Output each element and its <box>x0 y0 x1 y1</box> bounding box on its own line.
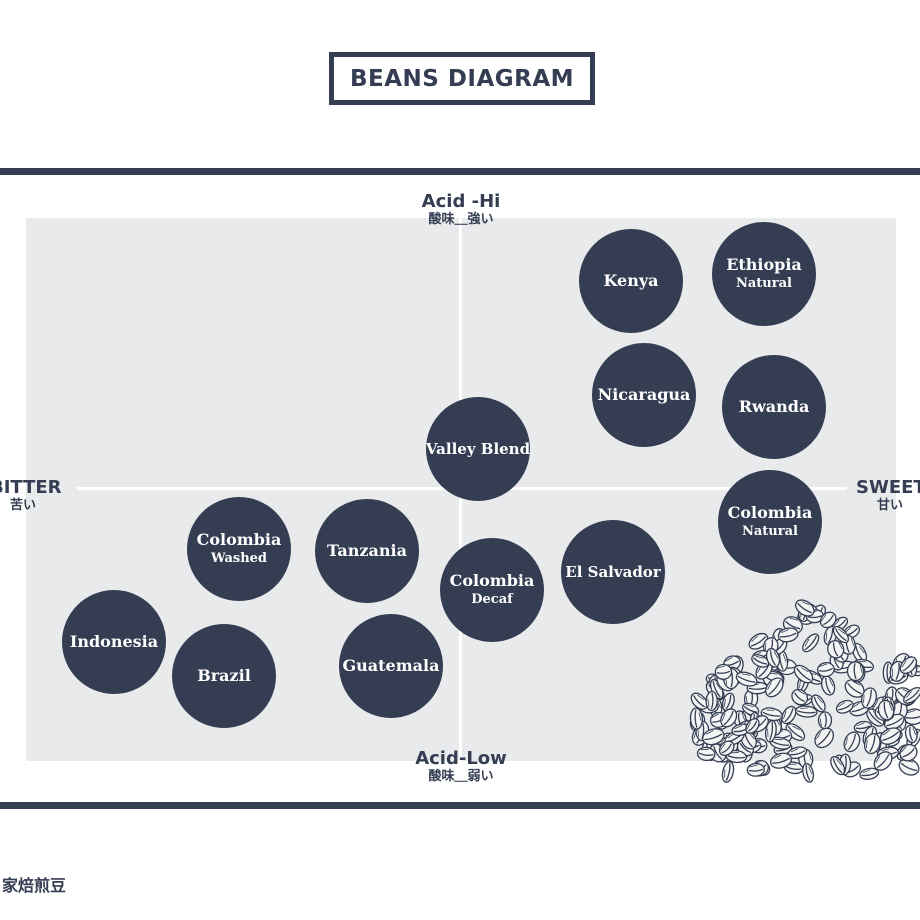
axis-top-ja: 酸味＿強い <box>428 212 494 227</box>
coffee-bean-shape <box>690 692 708 710</box>
coffee-bean-shape <box>827 640 845 659</box>
axis-label-bottom: Acid-Low 酸味＿弱い <box>410 749 512 785</box>
coffee-bean-shape <box>832 626 850 644</box>
coffee-bean-shape <box>844 679 865 698</box>
coffee-bean-shape <box>702 728 725 746</box>
axis-label-left: BITTER 苦い <box>0 478 72 514</box>
coffee-bean-shape <box>846 661 865 682</box>
coffee-bean-shape <box>765 647 781 668</box>
title-box: BEANS DIAGRAM <box>329 52 595 105</box>
brand-footer: 家焙煎豆 <box>2 876 67 895</box>
axis-right-en: SWEET <box>856 478 920 498</box>
coffee-bean-shape <box>879 727 902 745</box>
coffee-bean-shape <box>735 671 758 687</box>
axis-left-ja: 苦い <box>10 498 37 513</box>
coffee-bean-shape <box>777 627 799 643</box>
coffee-bean-shape <box>904 724 918 744</box>
axis-top-en: Acid -Hi <box>421 191 501 212</box>
top-divider <box>0 168 920 175</box>
bean-process: Natural <box>742 524 798 539</box>
bean-nicaragua: Nicaragua <box>592 343 696 447</box>
bean-name: El Salvador <box>565 563 661 581</box>
coffee-bean-shape <box>720 708 738 728</box>
bean-name: Indonesia <box>69 632 159 651</box>
coffee-bean-shape <box>903 686 920 704</box>
bean-name: Tanzania <box>327 541 407 560</box>
bean-colombia-natural: Colombia Natural <box>718 470 822 574</box>
coffee-bean-shape <box>748 632 769 650</box>
bean-name: Valley Blend <box>425 440 531 458</box>
bean-el-salvador: El Salvador <box>561 520 665 624</box>
coffee-bean-shape <box>802 633 820 653</box>
bean-name: Colombia <box>196 530 282 549</box>
coffee-bean-pile-illustration <box>689 599 920 783</box>
coffee-bean-shape <box>791 688 809 706</box>
coffee-bean-shape <box>899 656 918 675</box>
coffee-bean-shape <box>689 707 703 730</box>
coffee-bean-shape <box>781 705 797 725</box>
axis-bottom-ja: 酸味＿弱い <box>428 769 494 784</box>
coffee-bean-shape <box>816 662 835 678</box>
bean-rwanda: Rwanda <box>722 355 826 459</box>
axis-bottom-en: Acid-Low <box>415 748 507 769</box>
bean-guatemala: Guatemala <box>339 614 443 718</box>
coffee-bean-shape <box>764 720 777 743</box>
coffee-bean-shape <box>814 727 835 749</box>
bean-name: Brazil <box>197 666 251 685</box>
bean-indonesia: Indonesia <box>62 590 166 694</box>
coffee-bean-shape <box>714 663 733 680</box>
axis-label-right: SWEET 甘い <box>856 478 920 514</box>
coffee-bean-shape <box>819 611 837 629</box>
coffee-bean-shape <box>745 718 760 734</box>
bean-ethiopia-natural: Ethiopia Natural <box>712 222 816 326</box>
axis-right-ja: 甘い <box>877 498 904 513</box>
bean-name: Nicaragua <box>597 385 691 404</box>
coffee-bean-shape <box>863 733 881 755</box>
bean-process: Decaf <box>471 592 513 607</box>
bean-brazil: Brazil <box>172 624 276 728</box>
coffee-bean-shape <box>746 762 765 777</box>
coffee-bean-shape <box>830 756 846 776</box>
bean-tanzania: Tanzania <box>315 499 419 603</box>
bean-name: Kenya <box>603 271 659 290</box>
bottom-divider <box>0 802 920 809</box>
bean-process: Natural <box>736 276 792 291</box>
page-title: BEANS DIAGRAM <box>349 65 575 92</box>
bean-name: Rwanda <box>738 397 810 416</box>
coffee-bean-shape <box>802 763 815 783</box>
coffee-bean-shape <box>696 746 716 762</box>
bean-process: Washed <box>210 551 268 566</box>
axis-left-en: BITTER <box>0 477 62 498</box>
axis-label-top: Acid -Hi 酸味＿強い <box>410 192 512 228</box>
coffee-bean-shape <box>721 761 735 783</box>
coffee-bean-shape <box>817 711 833 730</box>
coffee-bean-shape <box>811 694 826 713</box>
coffee-bean-shape <box>769 736 792 750</box>
coffee-bean-shape <box>769 752 793 769</box>
coffee-bean-shape <box>765 677 784 698</box>
coffee-bean-shape <box>820 675 836 696</box>
coffee-bean-shape <box>705 690 718 712</box>
bean-name: Guatemala <box>342 656 440 675</box>
bean-name: Ethiopia <box>726 255 802 274</box>
coffee-bean-shape <box>787 746 808 760</box>
coffee-bean-shape <box>859 767 880 780</box>
bean-kenya: Kenya <box>579 229 683 333</box>
bean-colombia-washed: Colombia Washed <box>187 497 291 601</box>
coffee-bean-shape <box>794 599 815 617</box>
coffee-bean-shape <box>851 642 868 664</box>
coffee-bean-shape <box>860 687 878 709</box>
coffee-bean-shape <box>835 699 854 714</box>
bean-name: Colombia <box>449 571 535 590</box>
bean-colombia-decaf: Colombia Decaf <box>440 538 544 642</box>
coffee-bean-shape <box>843 731 861 753</box>
coffee-bean-shape <box>793 664 814 684</box>
coffee-bean-shape <box>718 740 735 757</box>
bean-valley-blend: Valley Blend <box>426 397 530 501</box>
coffee-bean-shape <box>873 751 893 771</box>
coffee-bean-shape <box>751 654 770 668</box>
coffee-bean-shape <box>899 743 918 762</box>
bean-name: Colombia <box>727 503 813 522</box>
coffee-bean-shape <box>877 699 895 721</box>
